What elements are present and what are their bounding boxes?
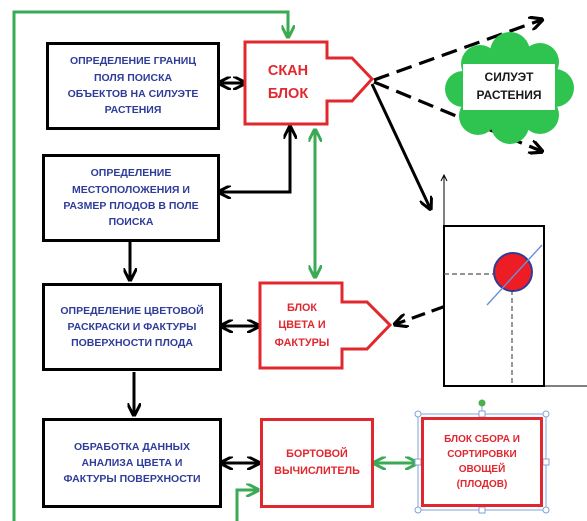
scan-block-shape bbox=[243, 40, 375, 126]
plant-silhouette-label: СИЛУЭТ РАСТЕНИЯ bbox=[476, 70, 542, 102]
arrow-scan-to-frame bbox=[370, 83, 430, 208]
arrow-location-scan bbox=[220, 128, 290, 192]
fruit-icon bbox=[493, 252, 533, 292]
scan-ray-fruit-to-color bbox=[396, 283, 505, 324]
onboard-computer-block: БОРТОВОЙ ВЫЧИСЛИТЕЛЬ bbox=[260, 418, 374, 508]
onboard-computer-label: БОРТОВОЙ ВЫЧИСЛИТЕЛЬ bbox=[274, 447, 360, 477]
data-processing-text: ОБРАБОТКА ДАННЫХ АНАЛИЗА ЦВЕТА И ФАКТУРЫ… bbox=[63, 440, 201, 486]
fruit-detection-frame bbox=[440, 173, 587, 387]
green-bottom-line bbox=[235, 490, 257, 521]
color-texture-detect-block: ОПРЕДЕЛЕНИЕ ЦВЕТОВОЙ РАСКРАСКИ И ФАКТУРЫ… bbox=[42, 283, 222, 371]
search-field-text: ОПРЕДЕЛЕНИЕ ГРАНИЦ ПОЛЯ ПОИСКА ОБЪЕКТОВ … bbox=[67, 55, 199, 117]
scan-block-label-box: СКАН БЛОК bbox=[248, 45, 328, 121]
fruit-location-text: ОПРЕДЕЛЕНИЕ МЕСТОПОЛОЖЕНИЯ И РАЗМЕР ПЛОД… bbox=[63, 167, 199, 229]
scan-block-label: СКАН БЛОК bbox=[267, 62, 309, 102]
color-block-shape bbox=[258, 281, 393, 370]
data-processing-block: ОБРАБОТКА ДАННЫХ АНАЛИЗА ЦВЕТА И ФАКТУРЫ… bbox=[42, 418, 222, 508]
color-texture-detect-text: ОПРЕДЕЛЕНИЕ ЦВЕТОВОЙ РАСКРАСКИ И ФАКТУРЫ… bbox=[60, 304, 204, 350]
selection-handles bbox=[414, 399, 550, 514]
sorting-block-label: БЛОК СБОРА И СОРТИРОВКИ ОВОЩЕЙ (ПЛОДОВ) bbox=[444, 434, 520, 490]
plant-silhouette-label-box: СИЛУЭТ РАСТЕНИЯ bbox=[463, 63, 555, 109]
green-loop-line bbox=[12, 10, 288, 521]
plant-cloud-icon bbox=[445, 32, 574, 144]
sorting-block: БЛОК СБОРА И СОРТИРОВКИ ОВОЩЕЙ (ПЛОДОВ) bbox=[421, 417, 543, 507]
fruit-location-block: ОПРЕДЕЛЕНИЕ МЕСТОПОЛОЖЕНИЯ И РАЗМЕР ПЛОД… bbox=[42, 154, 220, 242]
search-field-block: ОПРЕДЕЛЕНИЕ ГРАНИЦ ПОЛЯ ПОИСКА ОБЪЕКТОВ … bbox=[46, 42, 220, 130]
color-block-label: БЛОК ЦВЕТА И ФАКТУРЫ bbox=[274, 302, 330, 349]
color-block-label-box: БЛОК ЦВЕТА И ФАКТУРЫ bbox=[262, 286, 342, 366]
scan-ray-upper bbox=[373, 20, 541, 82]
